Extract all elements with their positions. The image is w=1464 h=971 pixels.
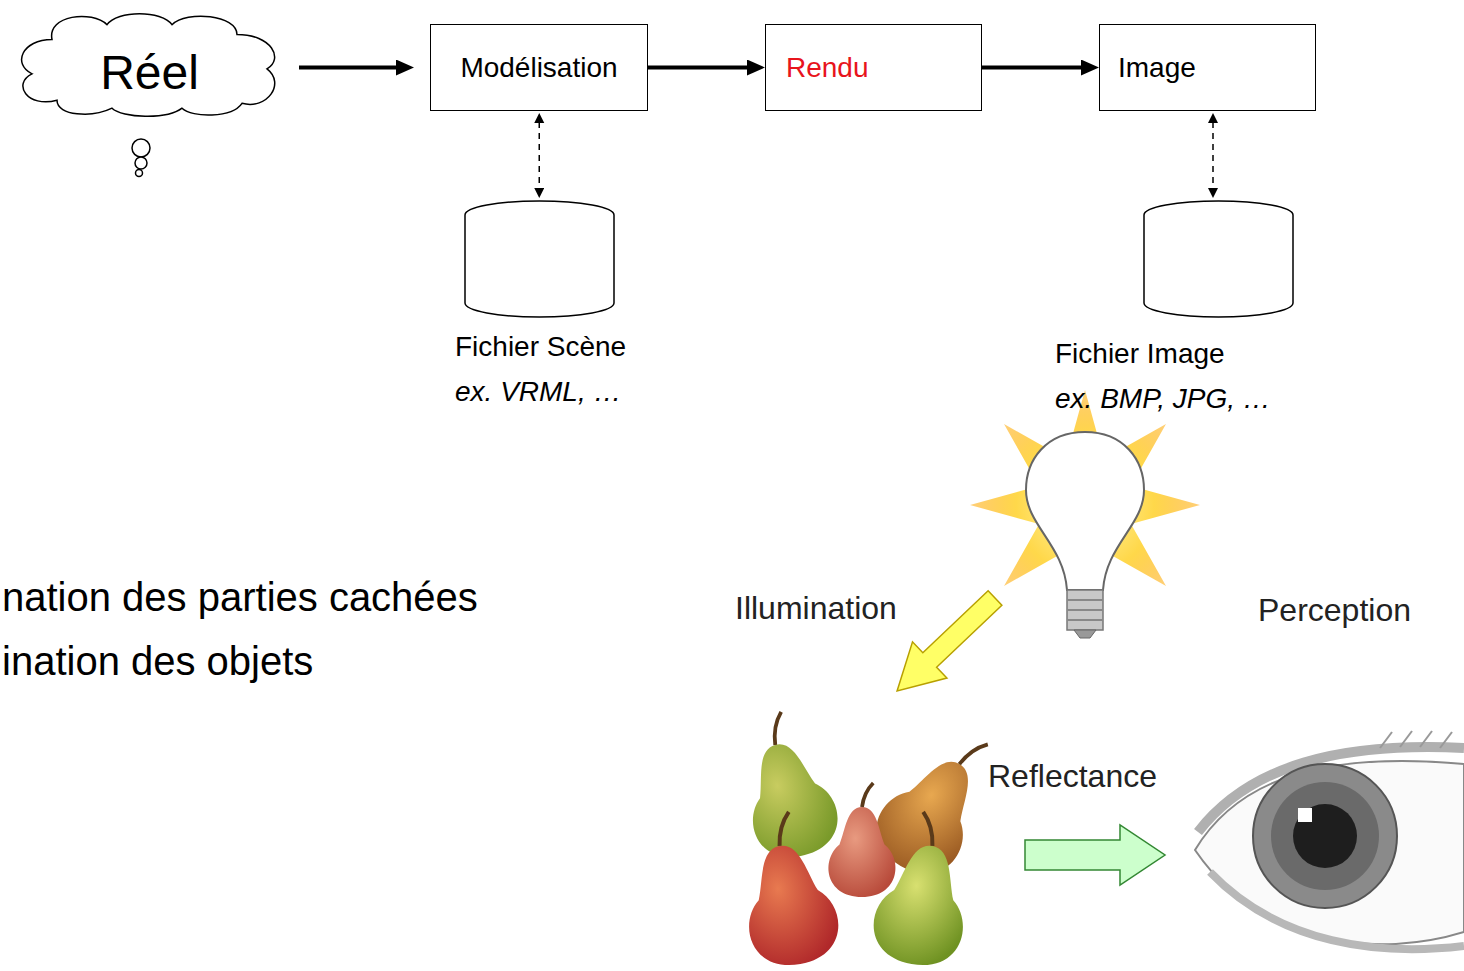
node-label: Modélisation [460,51,617,85]
process-box: Modélisation [430,24,648,111]
database-cylinder [465,201,614,317]
pear [726,705,845,866]
dashed-link [539,122,541,189]
pear [868,807,982,971]
thought-bubble [136,170,143,177]
database-cylinder [1144,201,1293,317]
file-example: ex. BMP, JPG, … [1055,376,1323,421]
eye-highlight [1298,808,1312,822]
pear [730,807,844,971]
pear [828,783,895,897]
bulb-glass [1026,432,1144,590]
cut-bullet-text: ination des objets [2,638,313,684]
file-label: Fichier Scène [455,324,723,369]
file-example: ex. VRML, … [455,369,723,414]
bulb-glow [970,390,1200,620]
database-cylinder [1143,200,1294,318]
process-box: Image [1099,24,1316,111]
illustration-label: Illumination [735,590,897,627]
process-box: Rendu [765,24,982,111]
pears [726,705,1013,971]
flow-arrow [648,66,748,70]
eye-iris-ring [1271,782,1379,890]
database-cylinder [464,200,615,318]
dashed-link [1212,122,1214,189]
eye-white [1195,761,1464,944]
thought-bubble [132,139,150,157]
eye [1195,731,1464,949]
eye-lower-lid [1210,872,1464,949]
illumination-arrow [880,580,1012,709]
illustration-label: Reflectance [988,758,1157,795]
thought-bubble [135,157,147,169]
file-label: Fichier Image [1055,331,1323,376]
eye-lashes [1380,731,1452,748]
bulb-thread [1067,600,1103,620]
flow-arrow [982,66,1082,70]
eye-pupil [1293,804,1357,868]
bulb-base [1067,590,1103,630]
eye-iris [1253,764,1397,908]
flow-arrow [299,66,397,70]
reflectance-arrow [1025,825,1165,885]
database: Fichier Scèneex. VRML, … [455,200,723,414]
thought-cloud: Réel [12,10,287,118]
light-bulb [970,390,1200,638]
node-label: Réel [100,44,199,102]
bulb-tip [1074,630,1096,638]
node-label: Image [1118,51,1196,85]
node-label: Rendu [786,51,869,85]
thought-bubbles [132,139,150,177]
illustration-label: Perception [1258,592,1411,629]
cut-bullet-text: nation des parties cachées [2,574,478,620]
cloud-outline [22,14,275,117]
database: Fichier Imageex. BMP, JPG, … [1055,200,1323,421]
